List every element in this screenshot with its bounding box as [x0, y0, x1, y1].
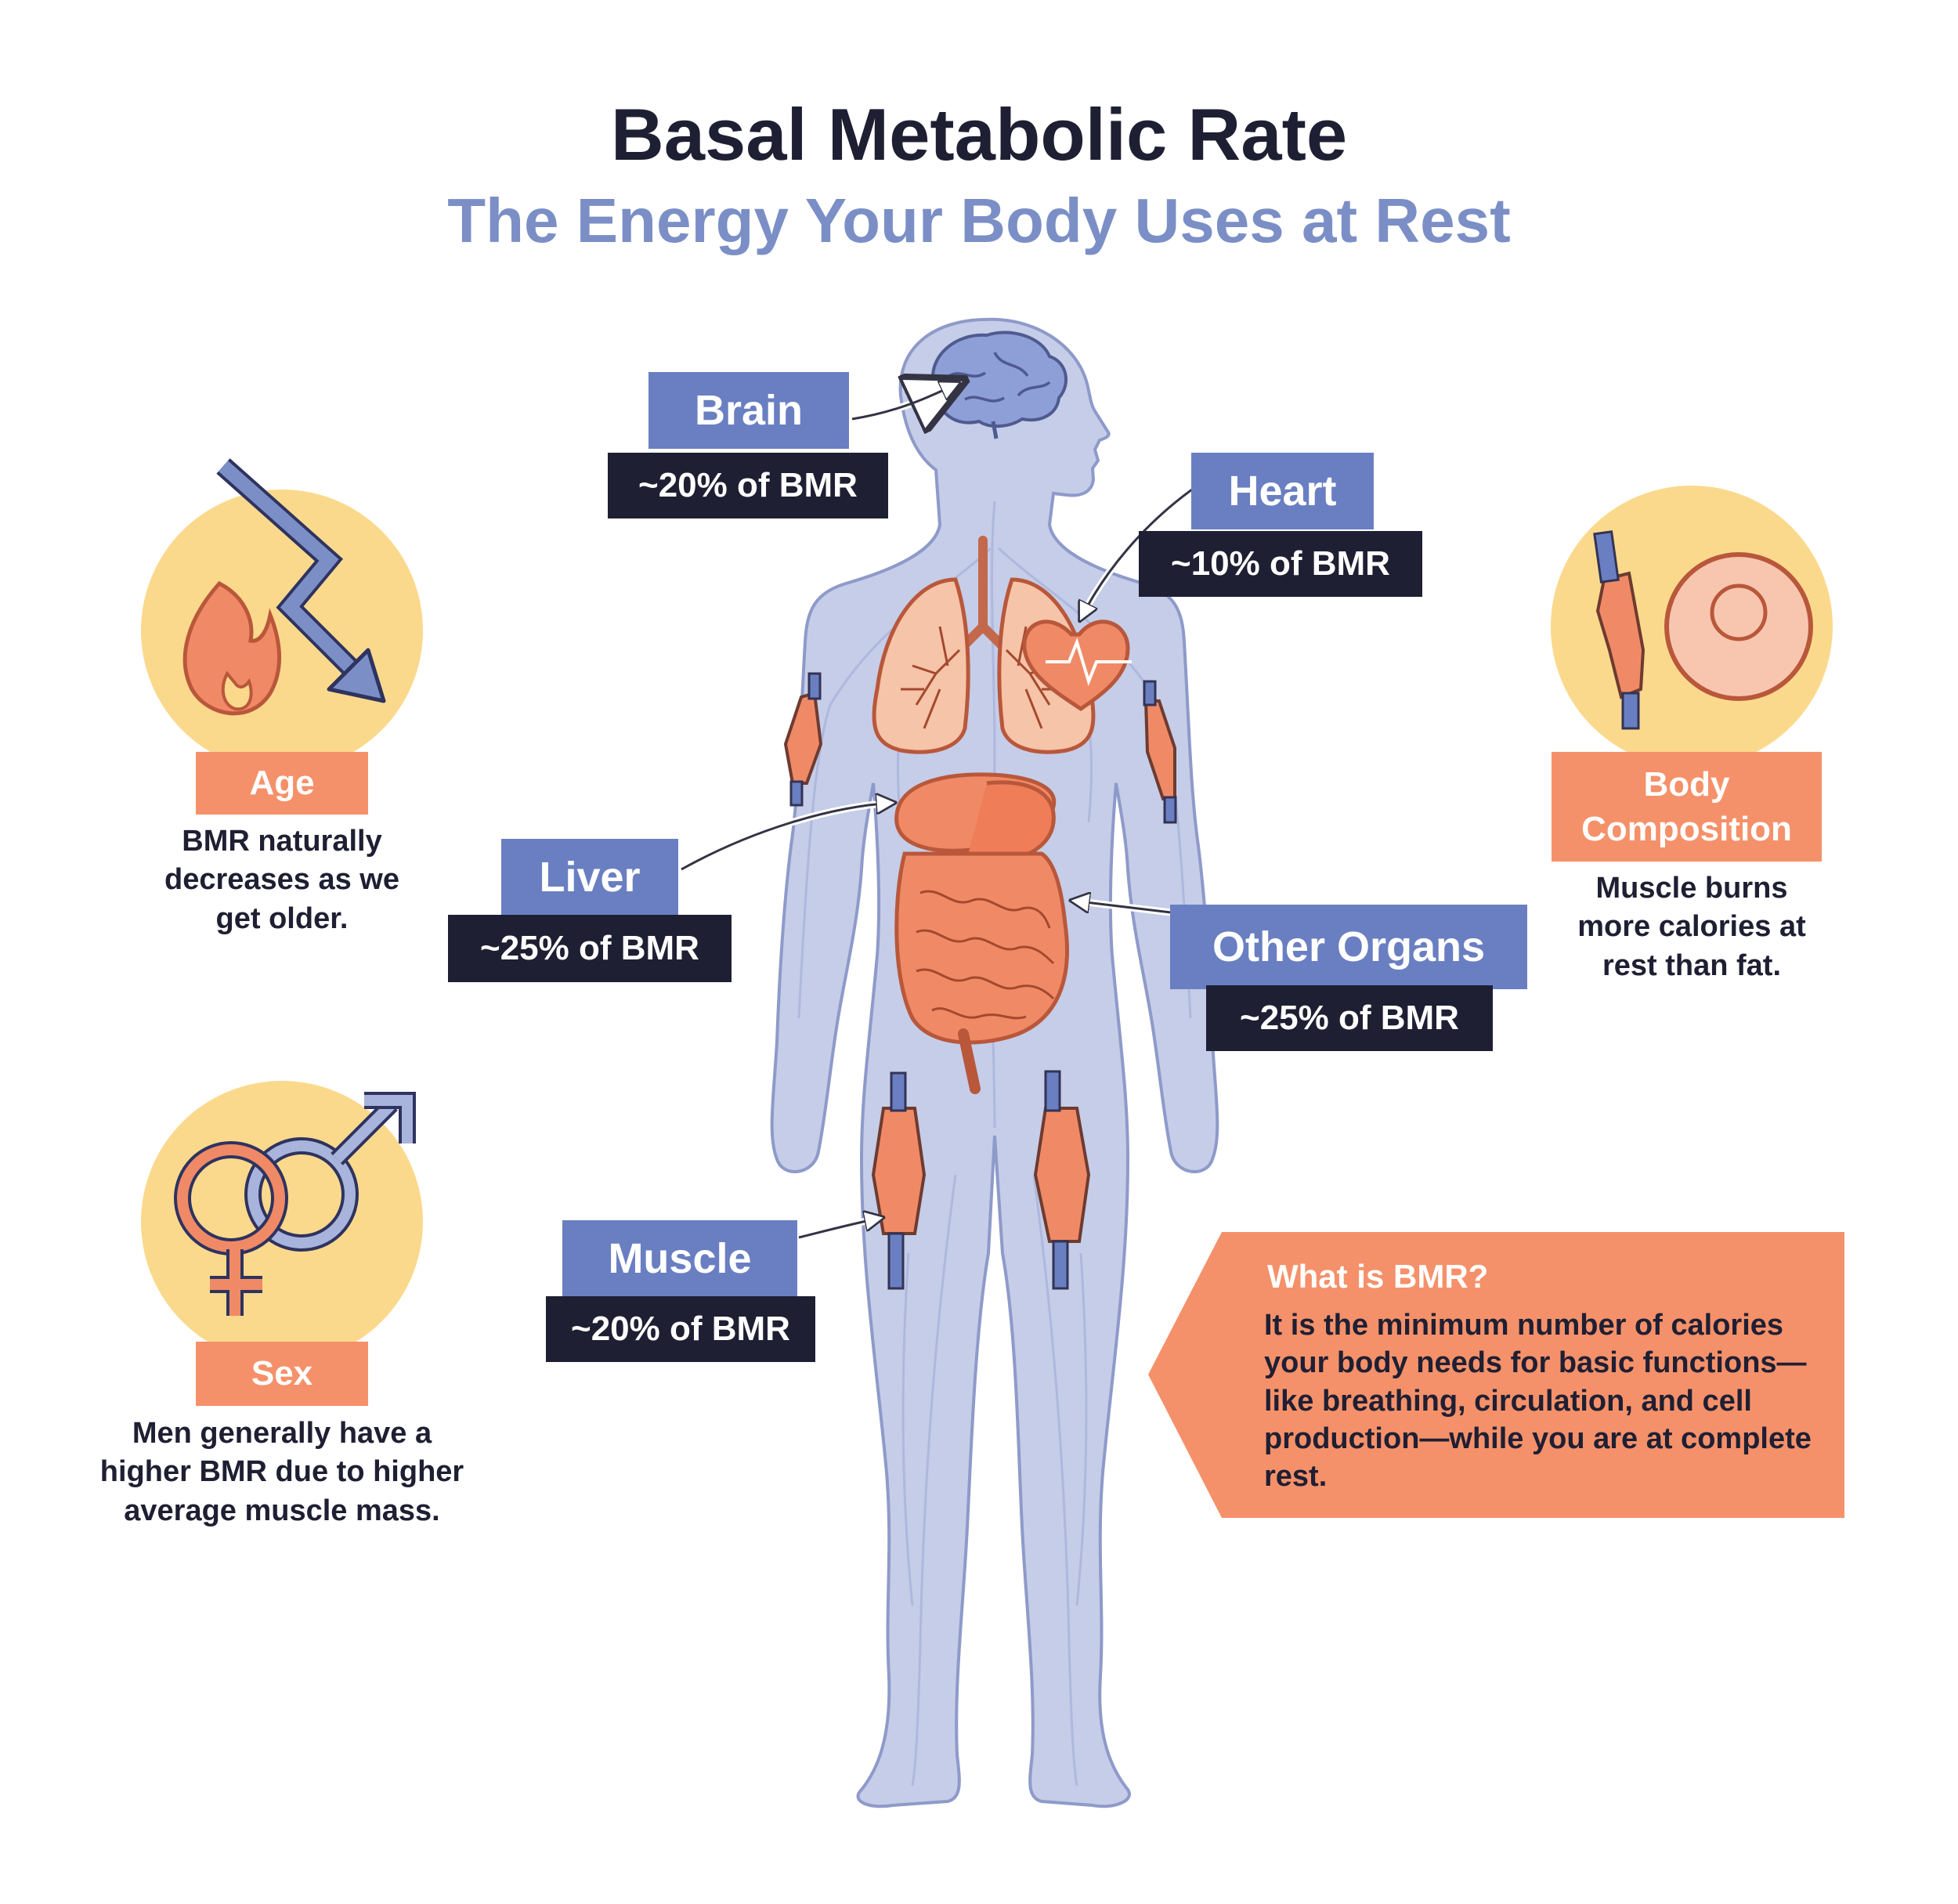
- body-composition-description: Muscle burns more calories at rest than …: [1577, 872, 1806, 982]
- sex-icon: [141, 1081, 423, 1363]
- label-arrows: [679, 384, 1194, 1241]
- page-subtitle: The Energy Your Body Uses at Rest: [447, 186, 1511, 255]
- liver-organ: [894, 772, 1057, 865]
- left-arm-muscle: [783, 672, 823, 807]
- sex-tag: Sex: [196, 1342, 368, 1406]
- right-leg-muscle: [1033, 1070, 1091, 1290]
- age-icon: [141, 458, 423, 771]
- liver-label: Liver: [501, 839, 678, 916]
- brain-label: Brain: [648, 372, 849, 449]
- brain-pct: ~20% of BMR: [608, 453, 888, 518]
- other-organs-pct: ~25% of BMR: [1206, 985, 1493, 1051]
- liver-pct: ~25% of BMR: [448, 915, 732, 982]
- age-tag: Age: [196, 752, 368, 815]
- other-organs-label: Other Organs: [1170, 905, 1527, 989]
- heart-organ: [1022, 620, 1132, 712]
- muscle-label: Muscle: [562, 1220, 797, 1297]
- right-arm-muscle: [1143, 680, 1177, 824]
- page-title: Basal Metabolic Rate: [610, 93, 1348, 175]
- info-title: What is BMR?: [1267, 1258, 1489, 1295]
- sex-description: Men generally have a higher BMR due to h…: [99, 1417, 464, 1527]
- body-muscles: [783, 672, 1177, 1290]
- intestines-organ: [894, 851, 1069, 1094]
- body-composition-tag: Body Composition: [1552, 752, 1822, 862]
- heart-label: Heart: [1191, 453, 1374, 529]
- muscle-pct: ~20% of BMR: [546, 1296, 815, 1362]
- info-banner: [1148, 1232, 1844, 1518]
- info-text: It is the minimum number of calories you…: [1264, 1309, 1812, 1493]
- left-leg-muscle: [871, 1071, 927, 1290]
- age-description: BMR naturally decreases as we get older.: [164, 825, 399, 935]
- body-composition-icon: [1551, 486, 1833, 768]
- heart-pct: ~10% of BMR: [1139, 531, 1422, 597]
